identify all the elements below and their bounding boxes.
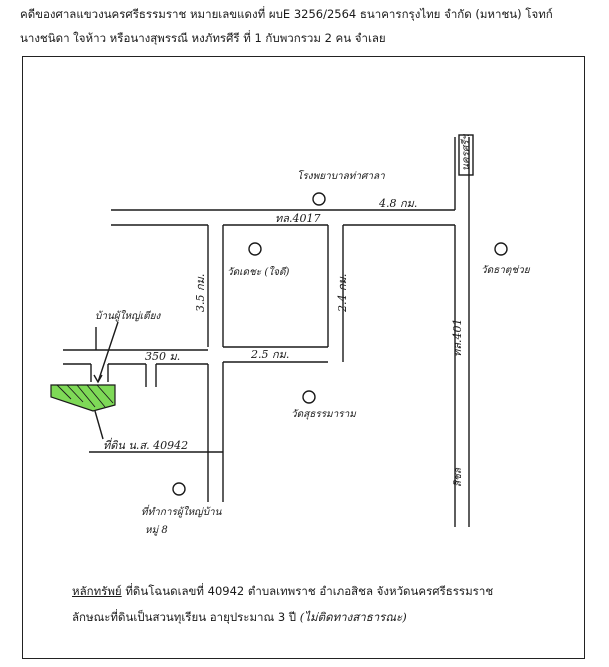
road-401-label: ทล.401	[451, 319, 464, 357]
case-header-line-2: นางชนิดา ใจห้าว หรือนางสุพรรณี หงภัทรศีร…	[20, 31, 386, 45]
wat-dee-label: วัดเดชะ (ใจดี)	[227, 266, 289, 278]
asset-description: ที่ดินโฉนดเลขที่ 40942 ตำบลเทพราช อำเภอส…	[121, 584, 494, 598]
asset-line-1: หลักทรัพย์ ที่ดินโฉนดเลขที่ 40942 ตำบลเท…	[72, 583, 493, 601]
moo-8-label: หมู่ 8	[145, 525, 168, 536]
marker-wat-dee	[248, 242, 262, 256]
location-map: ทล.4017 4.8 กม. ทล.401 3.5 กม. 2.4 กม. 3…	[50, 133, 531, 536]
marker-wat-right	[494, 242, 508, 256]
land-type: ลักษณะที่ดินเป็นสวนทุเรียน อายุประมาณ 3 …	[72, 610, 297, 624]
arrow-parcel-label	[94, 410, 104, 440]
land-parcel	[50, 384, 116, 412]
marker-hospital	[312, 192, 326, 206]
house-label: บ้านผู้ใหญ่เตียง	[95, 310, 161, 322]
marker-wat-sutham	[302, 390, 316, 404]
distance-2-4km-label: 2.4 กม.	[336, 274, 349, 313]
marker-village-office	[172, 482, 186, 496]
distance-2-5km-label: 2.5 กม.	[250, 348, 289, 361]
nakhon-label-box	[458, 134, 474, 176]
asset-label: หลักทรัพย์	[72, 584, 122, 598]
wat-right-label: วัดธาตุช่วย	[481, 265, 531, 276]
map-frame: ทล.4017 4.8 กม. ทล.401 3.5 กม. 2.4 กม. 3…	[22, 56, 585, 659]
nakhon-label: นครศรีฯ	[460, 133, 472, 171]
sichon-label: สิชล	[452, 467, 464, 487]
road-4017-label: ทล.4017	[275, 212, 320, 225]
wat-sutham-label: วัดสุธรรมาราม	[291, 409, 357, 420]
roads	[63, 137, 470, 527]
arrow-head-parcel	[93, 374, 103, 384]
parcel-hatch	[56, 384, 114, 408]
asset-line-2: ลักษณะที่ดินเป็นสวนทุเรียน อายุประมาณ 3 …	[72, 609, 407, 627]
case-header-line-1: คดีของศาลแขวงนครศรีธรรมราช หมายเลขแดงที่…	[20, 7, 553, 21]
distance-3-5km-label: 3.5 กม.	[194, 274, 207, 312]
handwritten-note: (ไม่ติดทางสาธารณะ)	[296, 610, 407, 624]
distance-350m-label: 350 ม.	[145, 350, 180, 363]
village-office-label: ที่ทำการผู้ใหญ่บ้าน	[141, 504, 223, 518]
hospital-label: โรงพยาบาลท่าศาลา	[297, 170, 385, 182]
arrow-to-parcel	[97, 321, 119, 383]
distance-4-8km-label: 4.8 กม.	[378, 197, 417, 210]
parcel-label: ที่ดิน น.ส. 40942	[103, 437, 188, 452]
